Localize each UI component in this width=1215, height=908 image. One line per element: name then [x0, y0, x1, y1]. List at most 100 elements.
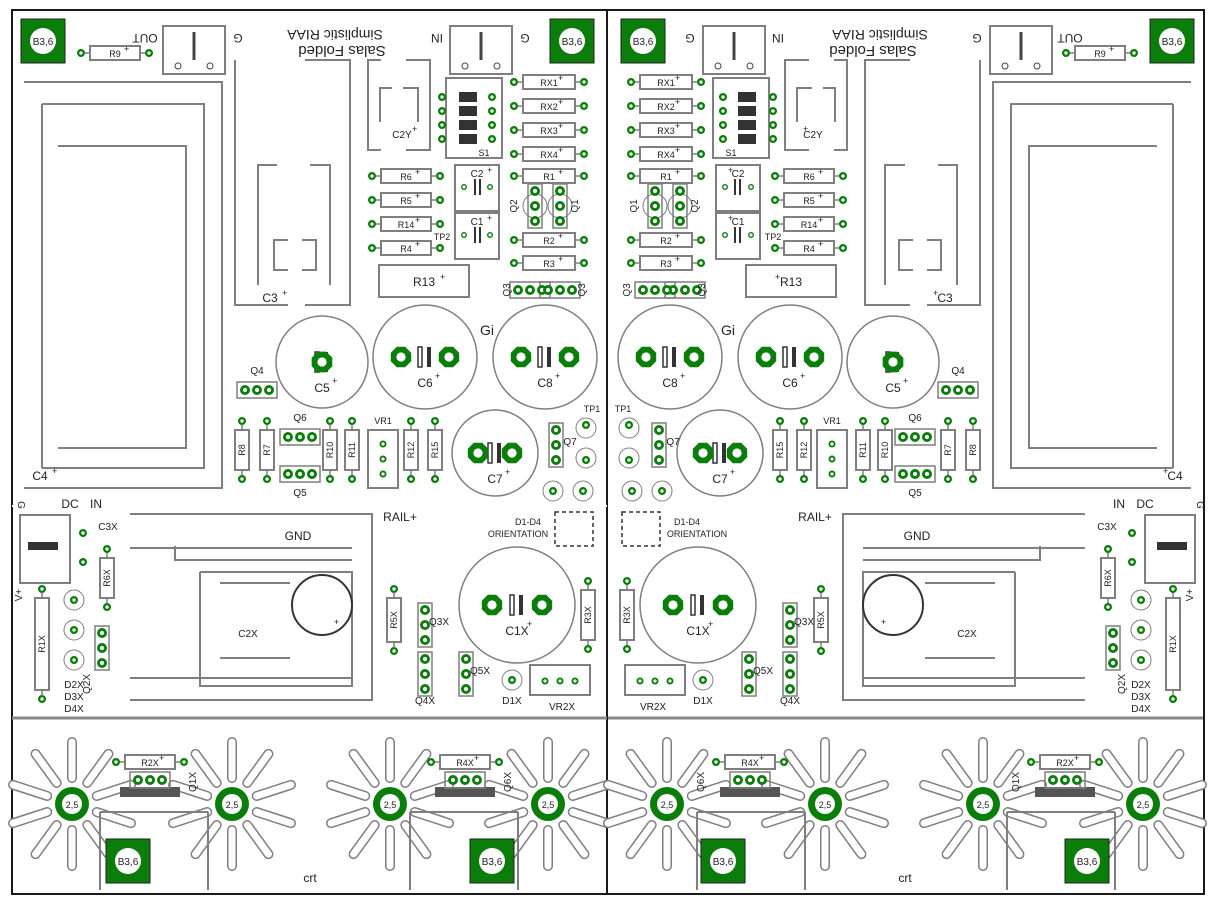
pad-hole	[924, 434, 930, 440]
pad-hole	[422, 637, 428, 643]
plus-mark: +	[675, 231, 680, 241]
pad-hole	[723, 185, 727, 189]
cap-plate	[662, 346, 668, 368]
heatsink-fin-inner	[559, 750, 588, 787]
transistor-outline	[444, 771, 486, 789]
resistor-label: R12	[406, 442, 416, 459]
diode-ring	[1130, 589, 1152, 611]
resistor-r4x	[439, 754, 491, 770]
pad-hole	[689, 352, 699, 362]
c2y-bracket	[367, 59, 381, 151]
pad-hole	[438, 222, 442, 226]
capacitor-c8	[617, 304, 723, 410]
heatsink-fin-inner	[920, 781, 962, 800]
heatsink-hole-label: 2,5	[661, 800, 674, 810]
pad-hole	[1106, 547, 1110, 551]
heatsink-fin-inner	[508, 821, 537, 858]
pad-hole	[440, 123, 444, 127]
resistor-r1x	[34, 597, 50, 691]
pad-hole	[656, 457, 662, 463]
heatsink-fin-inner	[83, 821, 112, 858]
resistor-label: RX4	[540, 150, 558, 160]
pad-hole	[147, 51, 151, 55]
diode-ring	[63, 589, 85, 611]
c2x-label: C2X	[238, 629, 258, 640]
pad-hole	[664, 287, 670, 293]
connector-hole	[746, 62, 754, 70]
resistor-rx2	[522, 98, 576, 114]
pad-hole	[409, 419, 413, 423]
pad-hole	[392, 649, 396, 653]
pad-hole	[309, 471, 315, 477]
pad-hole	[668, 679, 672, 683]
pad-hole	[946, 419, 950, 423]
pad-hole	[699, 261, 703, 265]
pad-hole	[553, 457, 559, 463]
pad-hole	[861, 477, 865, 481]
in-connector	[449, 25, 513, 75]
resistor-r11	[344, 429, 360, 471]
pad-hole	[900, 471, 906, 477]
pad-hole	[553, 442, 559, 448]
resistor-r7	[259, 429, 275, 471]
pad-hole	[99, 660, 105, 666]
pad-hole	[773, 174, 777, 178]
pad-hole	[81, 531, 85, 535]
dcin-g-label: G	[15, 501, 26, 509]
pad-hole	[771, 123, 775, 127]
pad-hole	[569, 287, 575, 293]
pad-hole	[699, 152, 703, 156]
plus-mark: +	[558, 231, 563, 241]
pad-hole	[971, 477, 975, 481]
pad-hole	[1139, 658, 1143, 662]
resistor-label: R2X	[141, 758, 159, 768]
switch-lever	[459, 92, 477, 102]
pad-hole	[242, 387, 248, 393]
plus-mark: +	[1074, 753, 1079, 763]
resistor-label: R1X	[1168, 635, 1178, 653]
heatsink-fin-inner	[1103, 821, 1132, 858]
resistor-label: R4	[400, 244, 412, 254]
pad-hole	[433, 419, 437, 423]
capacitor-c8	[492, 304, 598, 410]
resistor-label: R4X	[456, 758, 474, 768]
pad-hole	[718, 600, 728, 610]
plus-mark: +	[675, 97, 680, 107]
resistor-label: R2	[543, 236, 555, 246]
connector-hole	[1001, 62, 1009, 70]
resistor-r13	[745, 264, 837, 298]
inner-bracket	[1028, 145, 1157, 449]
q2-label: Q2	[690, 199, 701, 213]
transistor-label: Q7	[563, 437, 577, 448]
heatsink-fin-inner	[9, 808, 51, 827]
connector-hole	[206, 62, 214, 70]
output-transistor-label: Q1X	[1011, 772, 1022, 792]
transistor-outline	[741, 651, 757, 697]
c3-inner	[884, 164, 905, 285]
switch-lever	[459, 106, 477, 116]
resistor-r5x	[813, 597, 829, 643]
mid-bracket	[42, 103, 205, 469]
heatsink-hole-label: 2,5	[1137, 800, 1150, 810]
heatsink-fin-inner	[401, 750, 430, 787]
c3-bracket	[864, 59, 910, 306]
heatsink-fin-inner	[678, 750, 707, 787]
pad-hole	[723, 233, 727, 237]
mount-hole	[710, 848, 736, 874]
dcin-in-label: IN	[90, 497, 102, 511]
pad-hole	[488, 185, 492, 189]
transistor-label: Q6	[908, 413, 922, 424]
plus-mark: +	[558, 73, 563, 83]
heatsink-fin-inner	[243, 750, 272, 787]
pad-hole	[888, 357, 898, 367]
pad-hole	[625, 647, 629, 651]
d2x-label: D2X	[64, 680, 84, 691]
vr2x-label: VR2X	[549, 702, 575, 713]
resistor-label: R3	[660, 259, 672, 269]
resistor-label: R5X	[816, 611, 826, 629]
pad-hole	[490, 95, 494, 99]
heatsink-fin-inner	[559, 821, 588, 858]
c3-label: C3	[262, 291, 278, 305]
heatsink-fin-inner	[569, 808, 611, 827]
pad-hole	[266, 387, 272, 393]
